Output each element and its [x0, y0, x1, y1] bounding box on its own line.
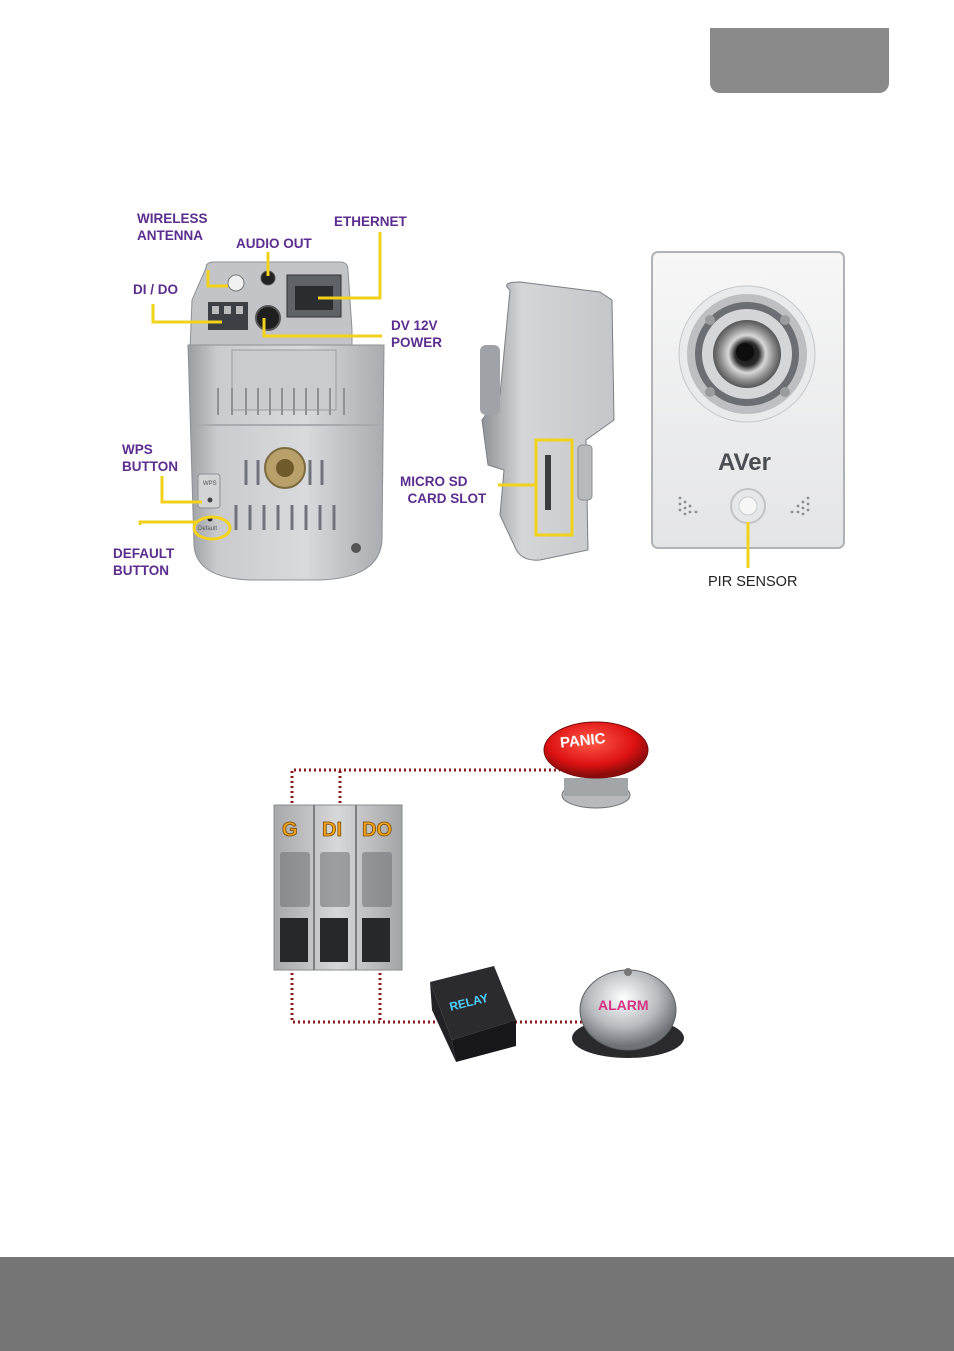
dv-power-label: DV 12V POWER: [391, 317, 442, 351]
default-button-label: DEFAULT BUTTON: [113, 545, 174, 579]
pir-sensor-label: PIR SENSOR: [708, 574, 797, 591]
micro-sd-label: MICRO SD CARD SLOT: [400, 473, 486, 507]
camera-side-view: [480, 282, 614, 560]
default-panel-text: Default: [198, 526, 217, 532]
audio-out-label: AUDIO OUT: [236, 235, 312, 252]
alarm-label: ALARM: [598, 997, 649, 1013]
wireless-antenna-label: WIRELESS ANTENNA: [137, 210, 208, 244]
wps-panel-text: WPS: [203, 481, 217, 487]
ethernet-label: ETHERNET: [334, 213, 407, 230]
wps-button-label: WPS BUTTON: [122, 441, 178, 475]
terminal-label-di: DI: [322, 819, 342, 841]
camera-back-view: [188, 262, 384, 580]
terminal-label-g: G: [282, 819, 298, 841]
brand-logo: AVer: [718, 449, 771, 476]
di-do-label: DI / DO: [133, 281, 178, 298]
camera-front-view: [652, 252, 844, 548]
terminal-label-do: DO: [362, 819, 392, 841]
